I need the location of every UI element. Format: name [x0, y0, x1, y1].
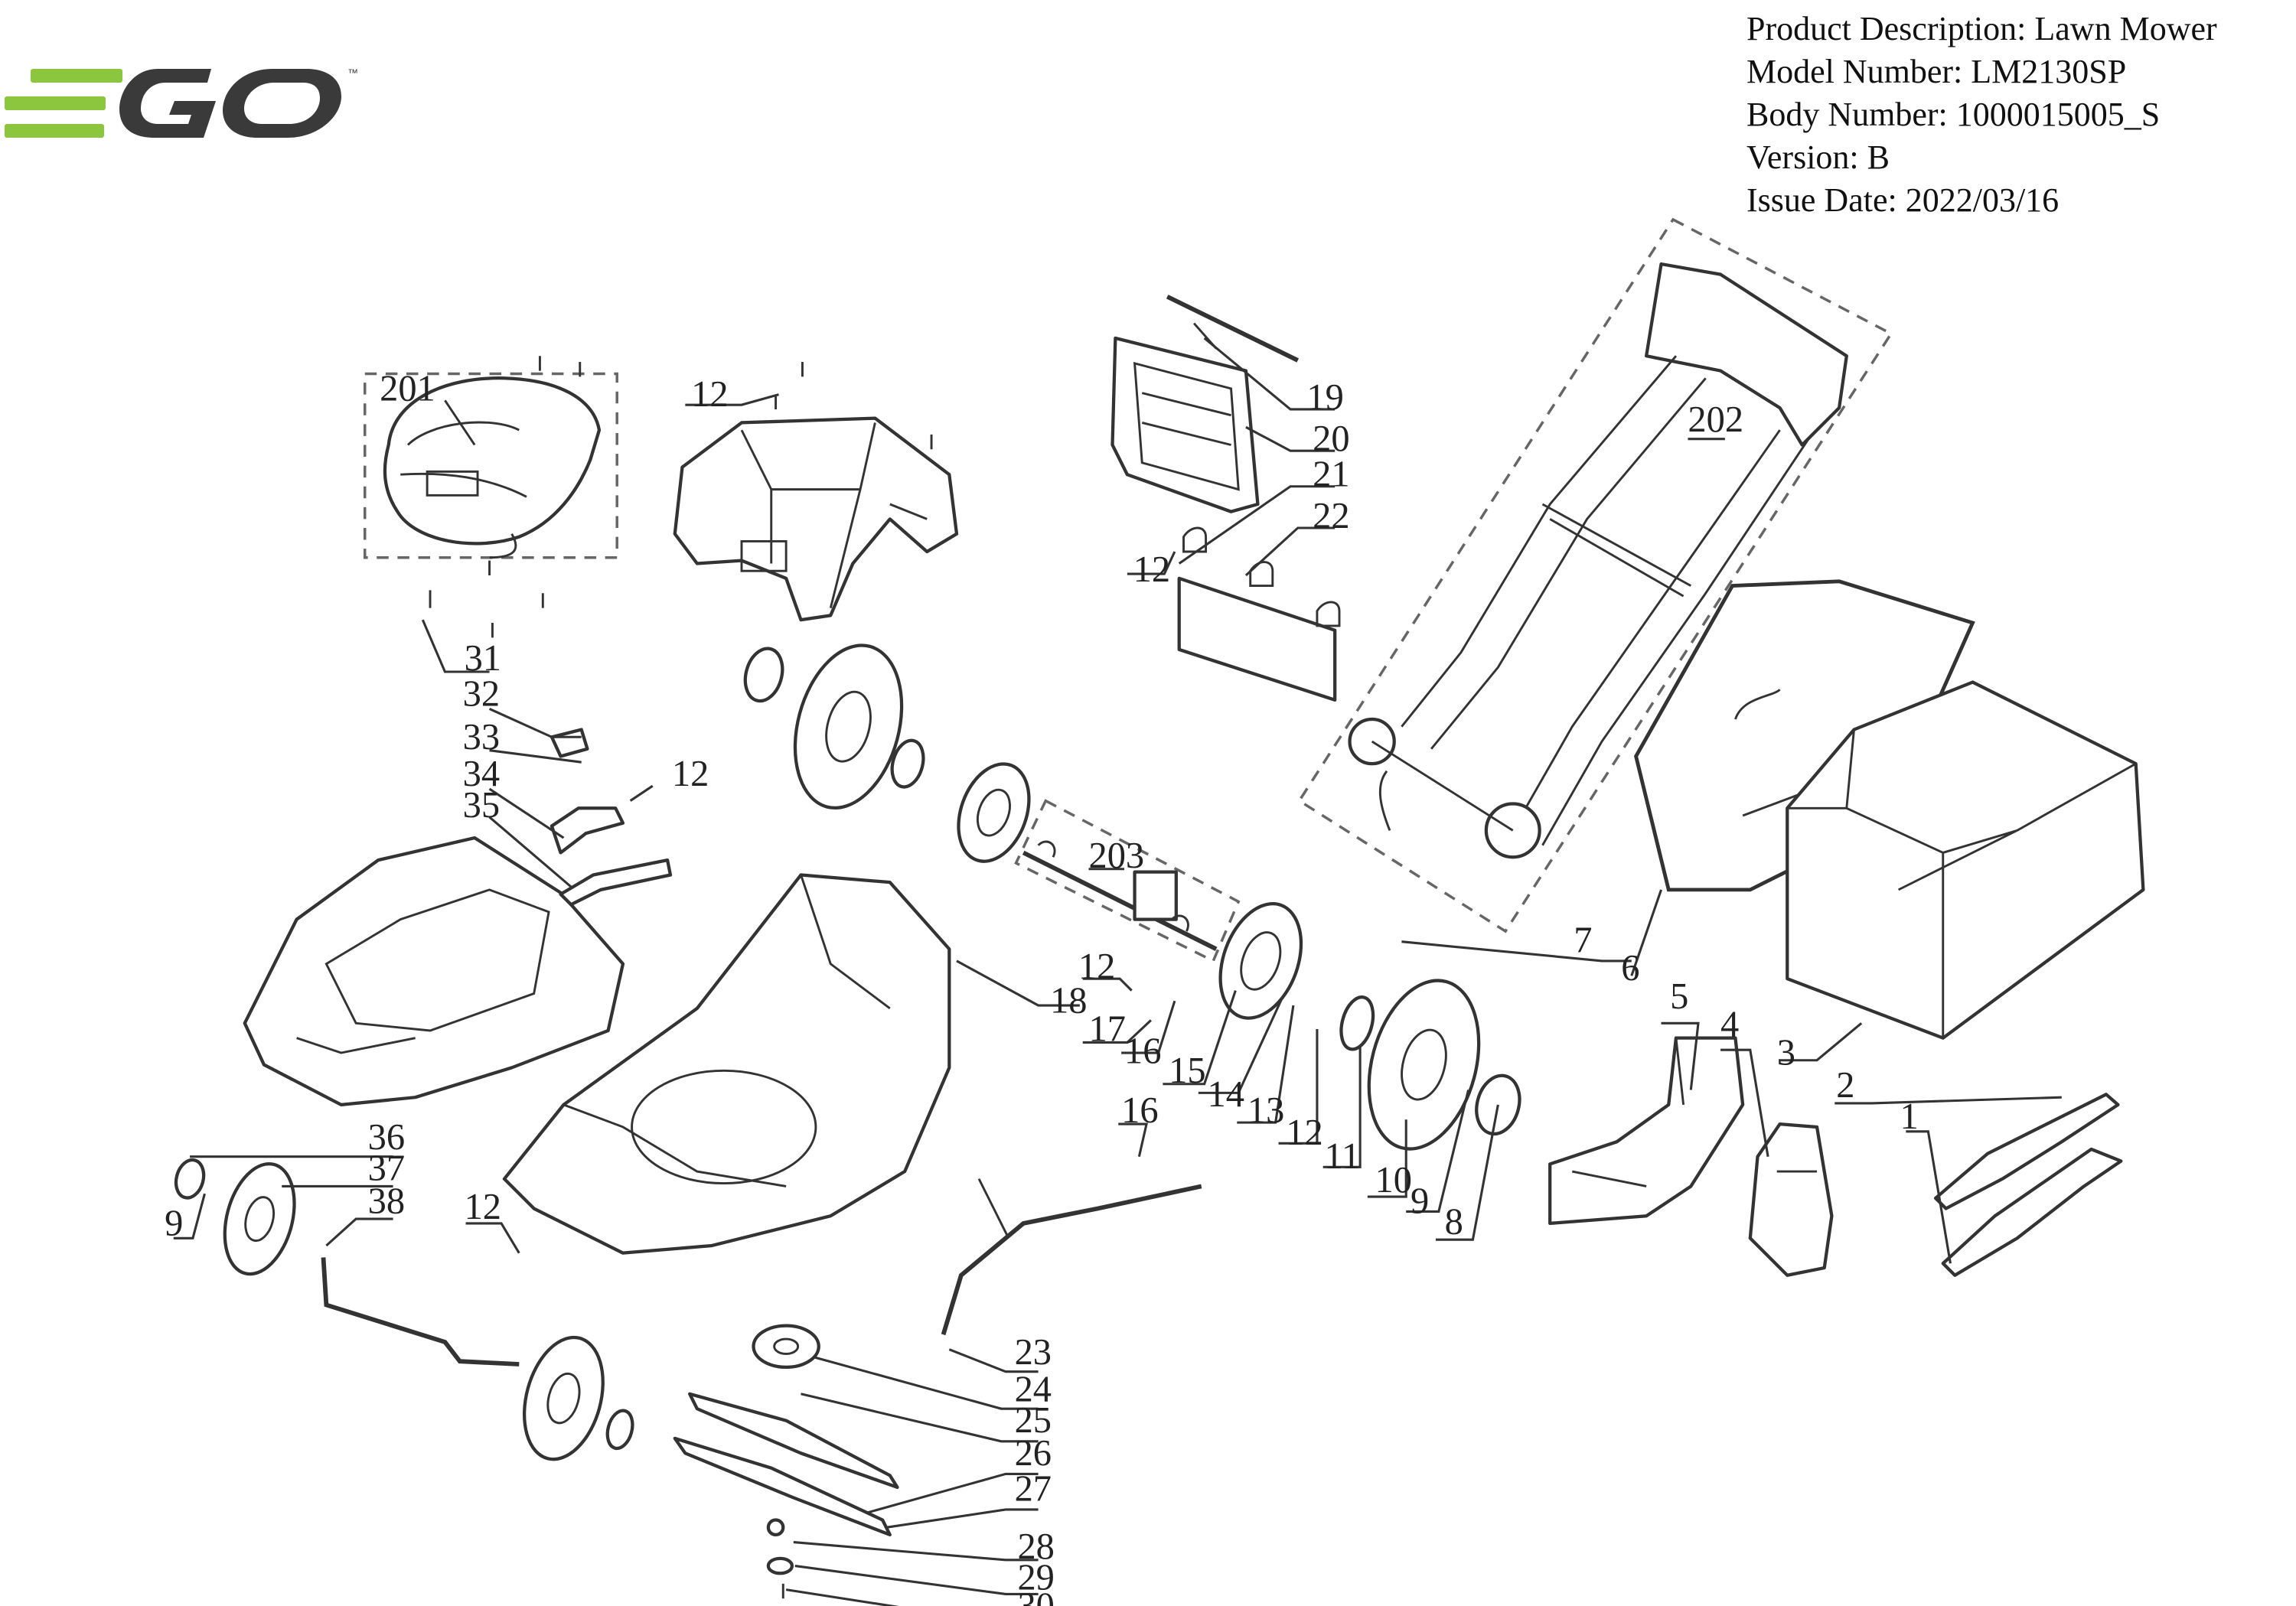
- callout-12-gear: 12: [1078, 946, 1115, 987]
- callout-24: 24: [1015, 1369, 1052, 1409]
- callout-12-bracket: 12: [672, 754, 709, 794]
- callout-20: 20: [1313, 419, 1349, 459]
- part-201-battery-cover: [364, 372, 618, 559]
- callout-10: 10: [1375, 1160, 1412, 1200]
- callout-17: 17: [1088, 1009, 1125, 1050]
- callout-12-housing: 12: [691, 374, 728, 415]
- product-info-block: Product Description: Lawn Mower Model Nu…: [1746, 8, 2217, 222]
- callout-5: 5: [1670, 976, 1688, 1017]
- part-32-33-clip: [550, 728, 589, 758]
- callout-26: 26: [1015, 1433, 1052, 1474]
- part-front-right-wheel: [522, 1335, 634, 1461]
- version-line: Version: B: [1746, 138, 1890, 176]
- part-21-flap-plate: [1177, 526, 1341, 702]
- callout-12-wheel: 12: [1286, 1112, 1322, 1153]
- part-202-handle-assembly: [1297, 217, 1893, 933]
- part-upper-housing: [673, 416, 959, 622]
- ego-logo: ™: [5, 67, 358, 138]
- callout-14: 14: [1208, 1074, 1244, 1115]
- callout-27: 27: [1015, 1468, 1052, 1509]
- product-description-line: Product Description: Lawn Mower: [1746, 10, 2217, 47]
- callout-4: 4: [1720, 1005, 1739, 1045]
- callout-12-deck: 12: [465, 1187, 501, 1227]
- part-23-height-lever: [941, 1178, 1202, 1336]
- part-upper-rear-wheel: [743, 643, 925, 810]
- callout-labels: 201 12 31 32 33 34 35 12 19 20 21 22 12 …: [165, 368, 1919, 1606]
- callout-9-front: 9: [165, 1203, 183, 1243]
- callout-202: 202: [1688, 399, 1743, 440]
- part-10-rear-wheel: [1339, 979, 1521, 1151]
- callout-23: 23: [1015, 1332, 1052, 1373]
- callout-1: 1: [1900, 1096, 1919, 1137]
- part-203-gearbox: [1014, 799, 1241, 963]
- callout-35: 35: [463, 785, 500, 826]
- callout-8: 8: [1445, 1201, 1463, 1242]
- part-26-27-blade: [673, 1392, 899, 1537]
- part-2-blade-upper: [1933, 1093, 2120, 1210]
- callout-201: 201: [380, 368, 435, 409]
- callout-29: 29: [1017, 1558, 1054, 1598]
- callout-19: 19: [1306, 377, 1343, 418]
- callout-13: 13: [1247, 1090, 1284, 1131]
- callout-16-upper: 16: [1124, 1031, 1161, 1072]
- part-top-shroud: [243, 836, 625, 1107]
- callout-22: 22: [1313, 496, 1349, 536]
- part-3-grass-bag: [1786, 680, 2145, 1040]
- callout-12-flap: 12: [1133, 549, 1170, 590]
- callout-2: 2: [1836, 1065, 1854, 1106]
- callout-9-rear: 9: [1411, 1181, 1429, 1221]
- callout-37: 37: [368, 1148, 405, 1189]
- callout-28: 28: [1017, 1526, 1054, 1567]
- callout-32: 32: [463, 674, 500, 715]
- part-24-blade-adapter: [752, 1324, 820, 1370]
- callout-11: 11: [1325, 1136, 1361, 1177]
- callout-203: 203: [1088, 836, 1144, 876]
- part-5-mulch-plug: [1548, 1036, 1745, 1226]
- issue-date-line: Issue Date: 2022/03/16: [1746, 181, 2060, 219]
- callout-34: 34: [463, 754, 500, 794]
- part-37-front-wheel: [174, 1158, 296, 1276]
- part-4-side-discharge: [1748, 1122, 1834, 1277]
- part-mower-deck: [502, 873, 951, 1255]
- callout-6: 6: [1621, 948, 1639, 989]
- callout-15: 15: [1169, 1051, 1205, 1091]
- trademark-symbol: ™: [347, 67, 358, 79]
- callout-3: 3: [1777, 1033, 1795, 1073]
- part-1-blade-lower: [1941, 1147, 2123, 1277]
- callout-38: 38: [368, 1181, 405, 1221]
- callout-21: 21: [1313, 454, 1349, 495]
- callout-16-lower: 16: [1121, 1090, 1158, 1131]
- part-34-35-bracket: [550, 806, 673, 907]
- callout-31: 31: [465, 638, 501, 679]
- leader-lines: [173, 337, 2062, 1606]
- part-15-wheel-disc: [1218, 902, 1303, 1020]
- callout-25: 25: [1015, 1400, 1052, 1441]
- callout-33: 33: [463, 717, 500, 757]
- callout-36: 36: [368, 1117, 405, 1158]
- part-20-rear-flap: [1110, 336, 1260, 513]
- part-28-29-30-fasteners: [766, 1518, 794, 1599]
- callout-30: 30: [1017, 1585, 1054, 1606]
- part-left-disc: [957, 762, 1031, 863]
- callout-7: 7: [1574, 920, 1592, 960]
- part-19-rod: [1166, 295, 1300, 363]
- model-number-line: Model Number: LM2130SP: [1746, 53, 2127, 90]
- body-number-line: Body Number: 1000015005_S: [1746, 96, 2161, 133]
- part-38-front-axle: [321, 1257, 520, 1367]
- callout-18: 18: [1050, 981, 1087, 1021]
